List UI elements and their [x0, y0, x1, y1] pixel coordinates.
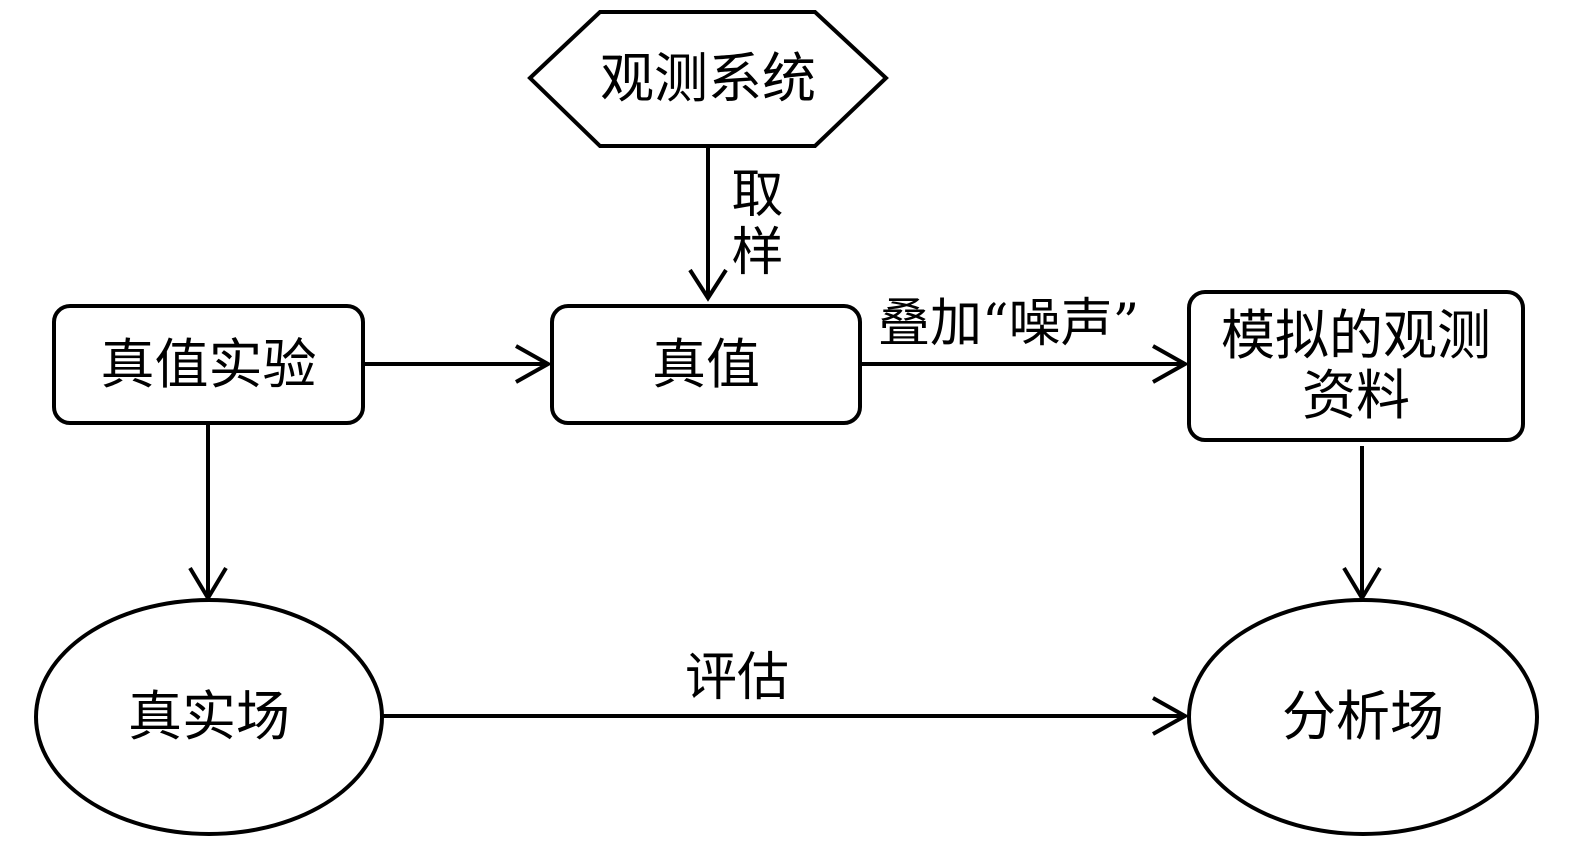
node-truth-experiment-label: 真值实验 — [100, 332, 317, 396]
arrow-add-noise — [862, 344, 1190, 384]
edge-label-add-noise: 叠加“噪声” — [878, 296, 1139, 352]
node-analysis-field-label: 分析场 — [1282, 685, 1444, 748]
arrow-sampling — [688, 146, 728, 302]
arrow-evaluation — [382, 696, 1190, 736]
node-true-field: 真实场 — [34, 598, 384, 836]
edge-label-add-noise-text: 叠加“噪声” — [878, 294, 1140, 354]
node-truth-value-label: 真值 — [652, 332, 760, 396]
edge-label-evaluation-text: 评估 — [685, 648, 790, 708]
arrow-experiment-to-true-field — [188, 425, 228, 602]
node-observation-system-label: 观测系统 — [600, 47, 816, 110]
node-simulated-observation-label: 模拟的观测 资料 — [1221, 304, 1491, 427]
edge-label-sampling: 取样 — [722, 166, 782, 282]
arrow-experiment-to-truth — [365, 344, 553, 384]
node-analysis-field: 分析场 — [1187, 598, 1539, 836]
hexagon-shape — [527, 10, 889, 148]
node-simulated-observation: 模拟的观测 资料 — [1187, 290, 1525, 442]
node-observation-system: 观测系统 — [530, 40, 886, 118]
edge-label-sampling-text: 取样 — [722, 166, 782, 282]
edge-label-evaluation: 评估 — [685, 650, 789, 706]
arrow-simulated-to-analysis — [1342, 446, 1382, 602]
node-true-field-label: 真实场 — [128, 685, 290, 748]
node-truth-value: 真值 — [550, 304, 862, 425]
node-truth-experiment: 真值实验 — [52, 304, 365, 425]
